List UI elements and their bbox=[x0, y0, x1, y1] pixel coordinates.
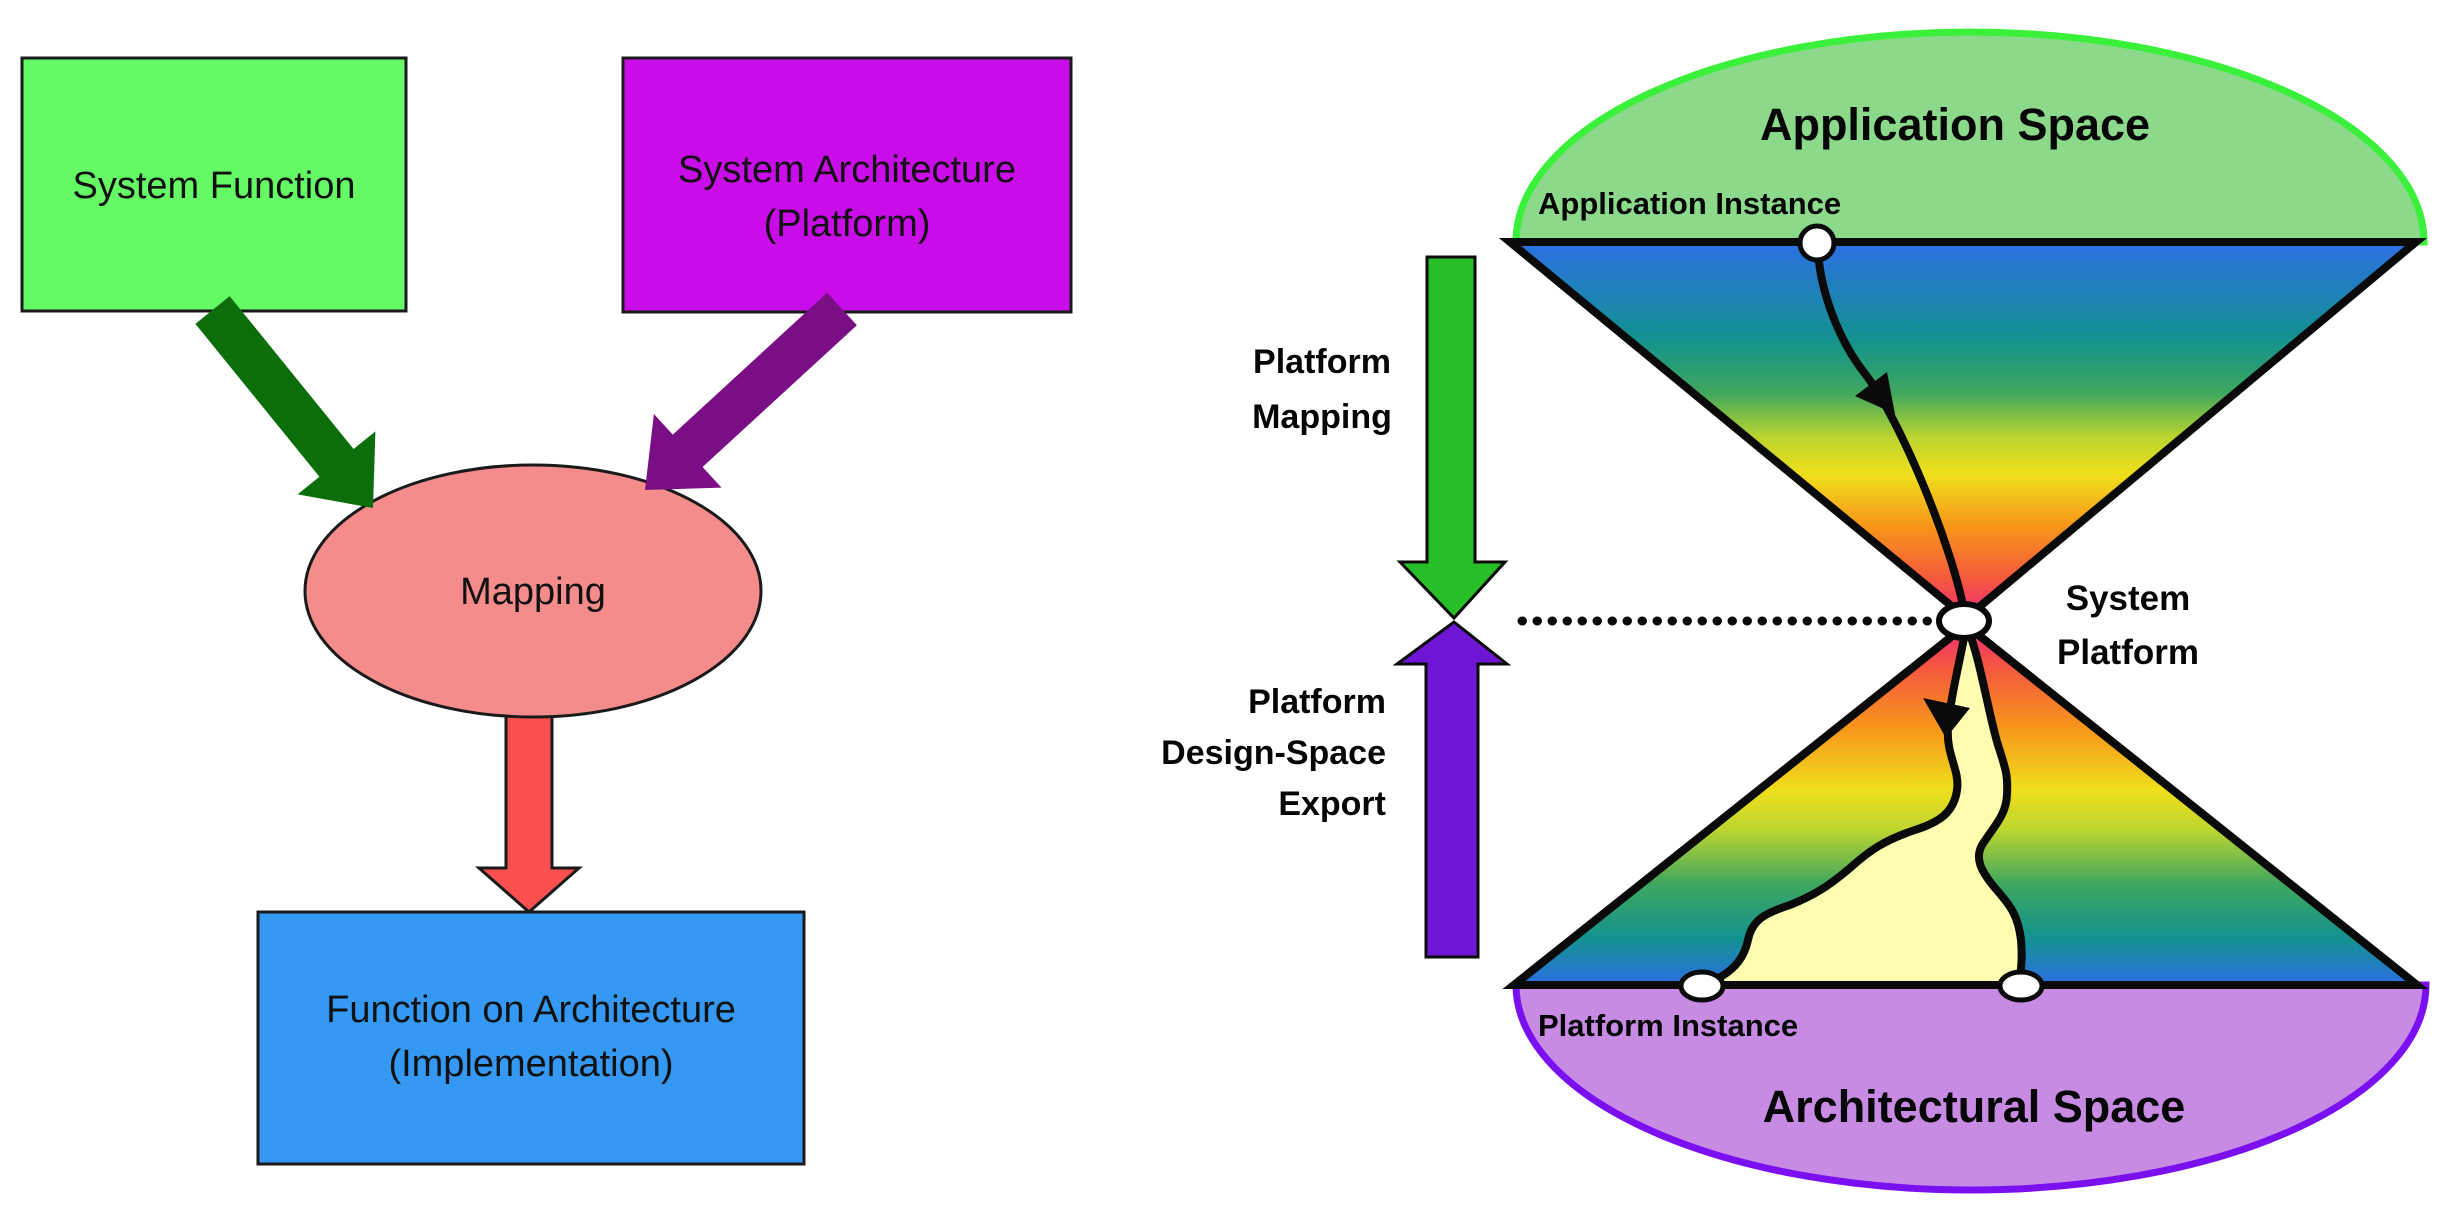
application-space-title: Application Space bbox=[1760, 99, 2150, 150]
platform-mapping-label-line1: Platform bbox=[1253, 343, 1391, 381]
system-platform-node bbox=[1936, 601, 1992, 641]
system-architecture-label-line2: (Platform) bbox=[764, 203, 931, 245]
platform-dse-label-line3: Export bbox=[1278, 785, 1386, 823]
system-platform-label-line1: System bbox=[2066, 579, 2191, 618]
application-space-ellipse bbox=[1512, 28, 2428, 246]
system-architecture-box bbox=[621, 56, 1073, 314]
architecture-to-mapping-arrow bbox=[645, 292, 857, 490]
system-platform-label-line2: Platform bbox=[2057, 633, 2199, 672]
platform-instance-dot-left bbox=[1678, 969, 1726, 1003]
platform-dse-label-line2: Design-Space bbox=[1161, 734, 1386, 772]
implementation-label-line1: Function on Architecture bbox=[326, 989, 736, 1031]
design-path-region bbox=[1700, 628, 2022, 985]
application-instance-label: Application Instance bbox=[1538, 186, 1841, 221]
platform-hourglass-diagram: Application Space Application Instance P… bbox=[1161, 28, 2430, 1194]
system-function-label: System Function bbox=[73, 165, 356, 207]
mapping-ellipse bbox=[303, 463, 763, 719]
lower-triangle-outline bbox=[1502, 619, 2429, 989]
architectural-space-ellipse bbox=[1512, 981, 2430, 1194]
platform-instance-dot-right bbox=[1997, 969, 2045, 1003]
design-path-right-curve bbox=[1966, 633, 2026, 986]
platform-mapping-label-line2: Mapping bbox=[1252, 398, 1392, 436]
platform-dse-label-line1: Platform bbox=[1248, 683, 1386, 721]
system-architecture-label-line1: System Architecture bbox=[678, 149, 1016, 191]
application-space-triangle bbox=[1498, 238, 2428, 624]
upper-path-arrowhead-icon bbox=[1855, 372, 1895, 414]
mapping-label: Mapping bbox=[460, 571, 606, 613]
function-to-mapping-arrow bbox=[195, 296, 376, 508]
architectural-space-title: Architectural Space bbox=[1763, 1081, 2186, 1132]
mapping-to-implementation-arrow bbox=[475, 710, 583, 914]
platform-instance-label: Platform Instance bbox=[1538, 1008, 1798, 1043]
mapping-flow-diagram: System Function System Architecture (Pla… bbox=[20, 56, 1073, 1166]
platform-dse-arrow bbox=[1392, 620, 1512, 959]
implementation-box bbox=[256, 910, 806, 1166]
system-function-box bbox=[20, 56, 408, 313]
lower-path-arrowhead-icon bbox=[1923, 698, 1970, 738]
platform-mapping-arrow bbox=[1396, 255, 1509, 621]
implementation-label-line2: (Implementation) bbox=[388, 1043, 673, 1085]
application-instance-dot bbox=[1797, 223, 1837, 263]
